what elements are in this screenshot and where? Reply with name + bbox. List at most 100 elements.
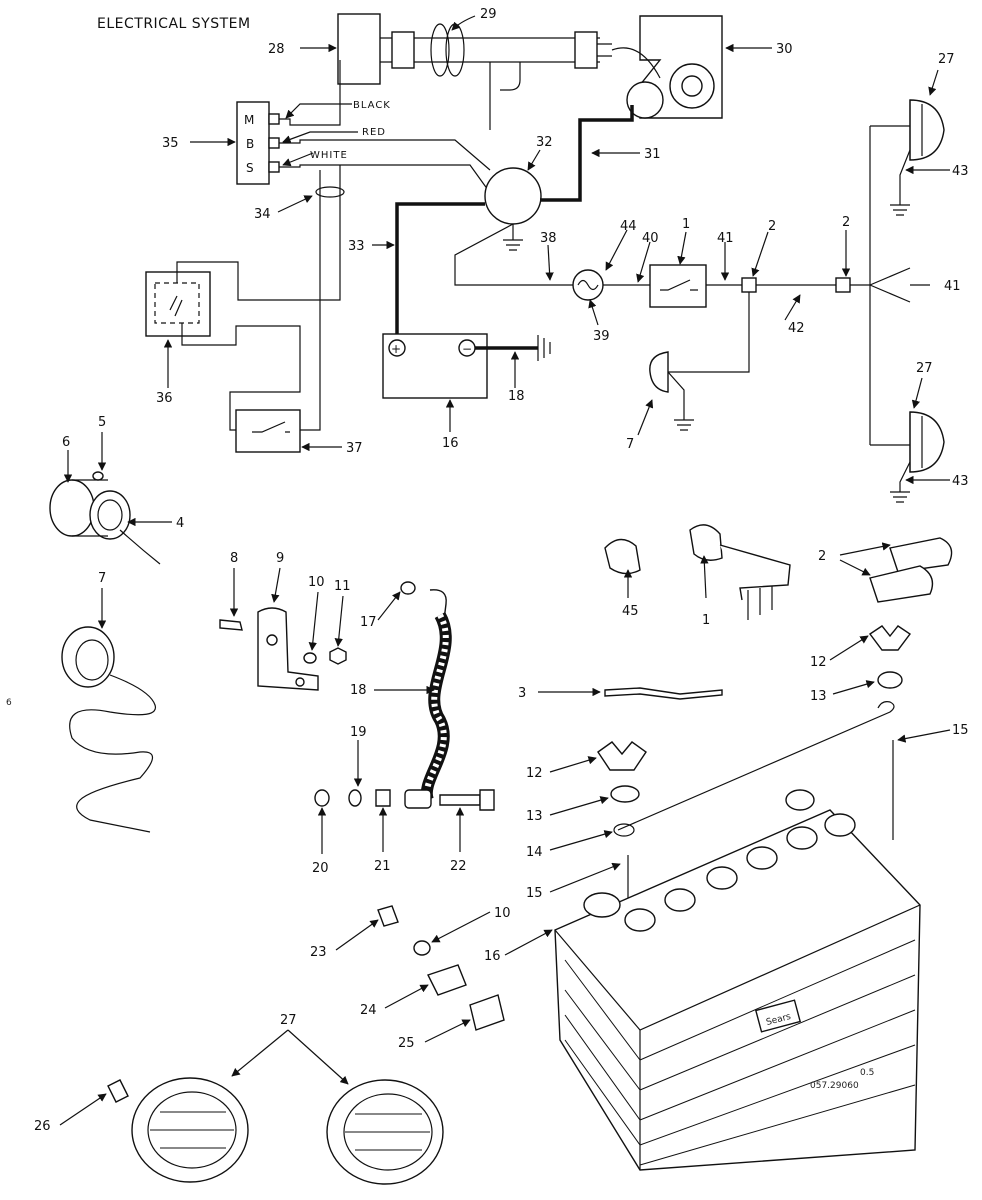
label-21: 21 xyxy=(374,859,391,874)
label-42: 42 xyxy=(788,321,805,336)
generator xyxy=(484,167,542,225)
light-switch-parts xyxy=(604,524,791,620)
battery-negative-label: − xyxy=(462,342,472,356)
label-23: 23 xyxy=(310,945,327,960)
light-bulb-schematic xyxy=(649,351,669,393)
ground-cable xyxy=(314,581,495,811)
label-1-schematic: 1 xyxy=(682,217,690,232)
label-4: 4 xyxy=(176,516,184,531)
label-27-bottom: 27 xyxy=(916,361,933,376)
label-43-bottom: 43 xyxy=(952,474,969,489)
label-40: 40 xyxy=(642,231,659,246)
label-45: 45 xyxy=(622,604,639,619)
wire-white-label: WHITE xyxy=(310,150,348,161)
label-7: 7 xyxy=(98,571,106,586)
connector-2b xyxy=(835,277,851,293)
label-9: 9 xyxy=(276,551,284,566)
label-11: 11 xyxy=(334,579,351,594)
terminal-s-label: S xyxy=(246,161,254,175)
label-14: 14 xyxy=(526,845,543,860)
callout-arrows xyxy=(59,15,951,1126)
label-34: 34 xyxy=(254,207,271,222)
harness-connector xyxy=(380,23,612,130)
battery: Sears xyxy=(554,789,921,1171)
label-16: 16 xyxy=(484,949,501,964)
footer-line1: 0.5 xyxy=(860,1068,874,1078)
label-15-left: 15 xyxy=(526,886,543,901)
label-27-top: 27 xyxy=(938,52,955,67)
label-39: 39 xyxy=(593,329,610,344)
washer-left xyxy=(610,785,640,803)
label-20: 20 xyxy=(312,861,329,876)
label-29: 29 xyxy=(480,7,497,22)
exploded-parts: Sears 0.5 057.29060 6 xyxy=(6,471,953,1185)
mounting-bracket xyxy=(219,607,347,691)
wiring-schematic: M B S BLACK RED WHITE xyxy=(145,13,945,503)
label-12-right: 12 xyxy=(810,655,827,670)
battery-clip xyxy=(604,687,723,700)
label-5: 5 xyxy=(98,415,106,430)
label-12-left: 12 xyxy=(526,766,543,781)
bulb xyxy=(107,1079,129,1103)
wire-connectors xyxy=(869,537,953,603)
label-30: 30 xyxy=(776,42,793,57)
seat-switch xyxy=(235,409,301,453)
label-26: 26 xyxy=(34,1119,51,1134)
label-15-right: 15 xyxy=(952,723,969,738)
label-13-left: 13 xyxy=(526,809,543,824)
solenoid xyxy=(236,101,270,185)
light-with-cable xyxy=(61,626,156,833)
label-37: 37 xyxy=(346,441,363,456)
washer-right xyxy=(877,671,903,689)
wire-black-label: BLACK xyxy=(353,100,391,111)
headlight-schematic-bottom xyxy=(890,411,945,503)
label-18-schematic: 18 xyxy=(508,389,525,404)
label-10: 10 xyxy=(494,906,511,921)
wing-nut-left xyxy=(597,741,647,771)
washer-10 xyxy=(413,940,431,956)
label-28: 28 xyxy=(268,42,285,57)
label-19: 19 xyxy=(350,725,367,740)
terminal-m-label: M xyxy=(244,113,254,127)
terminal-b-label: B xyxy=(246,137,254,151)
terminal-cover-25 xyxy=(469,994,505,1031)
label-2: 2 xyxy=(818,549,826,564)
screw-23 xyxy=(377,905,399,927)
diagram-title: ELECTRICAL SYSTEM xyxy=(97,16,251,32)
label-41-right: 41 xyxy=(944,279,961,294)
label-18: 18 xyxy=(350,683,367,698)
label-31: 31 xyxy=(644,147,661,162)
headlight-schematic-top xyxy=(890,99,945,216)
label-33: 33 xyxy=(348,239,365,254)
label-2-schematic-a: 2 xyxy=(768,219,776,234)
ammeter-assembly xyxy=(49,471,161,565)
part-labels: 28 29 30 27 35 32 31 43 34 33 38 44 40 1… xyxy=(34,7,969,1134)
label-8: 8 xyxy=(230,551,238,566)
label-3: 3 xyxy=(518,686,526,701)
connector-2a xyxy=(741,277,757,293)
label-17: 17 xyxy=(360,615,377,630)
label-36: 36 xyxy=(156,391,173,406)
label-41-schematic: 41 xyxy=(717,231,734,246)
label-32: 32 xyxy=(536,135,553,150)
battery-positive-label: + xyxy=(391,342,401,356)
label-22: 22 xyxy=(450,859,467,874)
headlight-right xyxy=(326,1079,444,1185)
label-38: 38 xyxy=(540,231,557,246)
wing-nut-right xyxy=(868,625,912,651)
label-10-bracket: 10 xyxy=(308,575,325,590)
terminal-24 xyxy=(427,964,467,996)
label-24: 24 xyxy=(360,1003,377,1018)
label-2-schematic-b: 2 xyxy=(842,215,850,230)
starter-generator xyxy=(611,15,723,119)
label-7-schematic: 7 xyxy=(626,437,634,452)
label-1: 1 xyxy=(702,613,710,628)
hold-down-rod xyxy=(617,701,895,831)
label-43-top: 43 xyxy=(952,164,969,179)
label-27: 27 xyxy=(280,1013,297,1028)
headlight-left xyxy=(131,1077,249,1183)
margin-mark: 6 xyxy=(6,698,12,708)
label-13-right: 13 xyxy=(810,689,827,704)
label-25: 25 xyxy=(398,1036,415,1051)
